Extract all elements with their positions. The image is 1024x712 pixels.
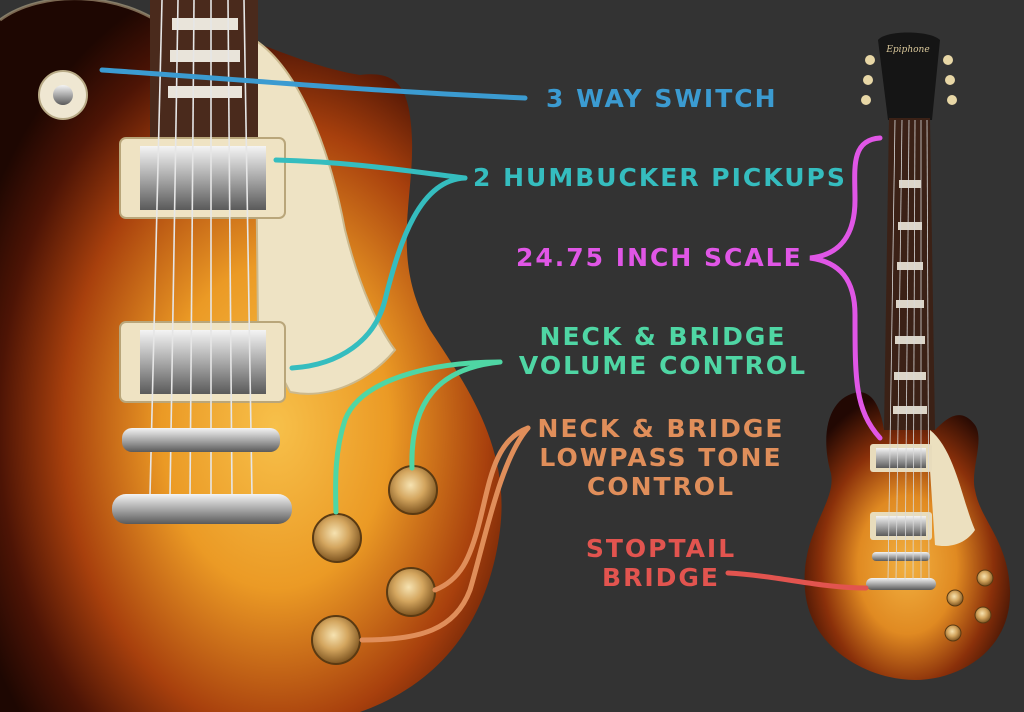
volume-callout-line-neck (409, 359, 503, 471)
volume-label-line-1: NECK & BRIDGE (539, 322, 787, 351)
scale-label: 24.75 INCH SCALE (516, 243, 803, 272)
large-strings (149, 0, 253, 496)
pickups-label: 2 HUMBUCKER PICKUPS (473, 163, 847, 192)
volume-knob-bridge (312, 513, 362, 563)
pickups-callout-line-neck (273, 157, 468, 181)
small-fret-inlays (893, 180, 927, 414)
tune-o-matic-bridge (122, 428, 280, 452)
bridge-label-line-1: STOPTAIL (585, 534, 737, 563)
large-pickguard (253, 38, 397, 395)
volume-knob-neck (388, 465, 438, 515)
bridge-callout-line (725, 570, 869, 591)
headstock-logo: Epiphone (885, 45, 929, 55)
volume-callout-line-bridge (333, 359, 503, 515)
small-knobs (944, 569, 994, 642)
large-stoptail (112, 494, 292, 524)
large-guitar (0, 0, 502, 712)
bridge-label-line-2: BRIDGE (602, 563, 720, 592)
small-stoptail (866, 578, 936, 590)
large-fret-inlay-2 (170, 50, 240, 62)
volume-label: NECK & BRIDGE VOLUME CONTROL (508, 322, 818, 380)
small-headstock (878, 32, 940, 120)
tone-callout-line-bridge (359, 425, 531, 643)
large-fret-inlay-1 (172, 18, 238, 30)
tone-knob-neck (386, 567, 436, 617)
neck-pickup (119, 137, 286, 219)
tone-callout-line-neck (432, 425, 531, 593)
small-guitar: Epiphone (804, 32, 1011, 680)
bridge-label: STOPTAIL BRIDGE (580, 534, 742, 592)
switch-toggle (53, 85, 73, 105)
pickups-callout-line-bridge (289, 175, 468, 371)
tone-label-line-1: NECK & BRIDGE (537, 414, 785, 443)
small-strings (887, 119, 930, 581)
volume-label-line-2: VOLUME CONTROL (518, 351, 808, 380)
bridge-pickup (119, 321, 286, 403)
small-fretboard (884, 118, 935, 430)
switch-callout-line (99, 67, 528, 101)
small-pickguard (930, 430, 975, 547)
tuning-pegs (861, 55, 957, 105)
scale-callout-bracket (809, 135, 883, 441)
small-neck-pickup-cover (876, 448, 926, 468)
small-bridge-pickup-cover (876, 516, 926, 536)
tone-label: NECK & BRIDGE LOWPASS TONE CONTROL (530, 414, 792, 501)
large-fret-inlay-3 (168, 86, 242, 98)
tone-knob-bridge (311, 615, 361, 665)
switch-label: 3 WAY SWITCH (546, 84, 778, 113)
small-tune-o-matic (872, 552, 930, 561)
tone-label-line-2: LOWPASS TONE (539, 443, 783, 472)
tone-label-line-3: CONTROL (586, 472, 735, 501)
